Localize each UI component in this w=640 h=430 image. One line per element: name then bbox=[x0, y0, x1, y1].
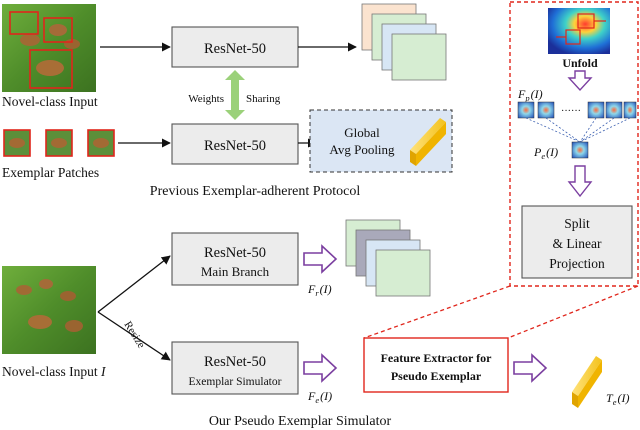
bottom-input-label-group: Novel-class Input I bbox=[2, 364, 107, 379]
pooled-feature-bar bbox=[410, 118, 446, 166]
pooling-line1: Global bbox=[344, 125, 380, 140]
top-backbone-label: ResNet-50 bbox=[204, 41, 266, 57]
patch-dotted-lines bbox=[525, 117, 631, 143]
pseudo-exemplar-bar bbox=[572, 356, 602, 408]
top-input-label: Novel-class Input bbox=[2, 94, 98, 109]
pooling-line2: Avg Pooling bbox=[329, 142, 395, 157]
hollow-arrow-main bbox=[303, 244, 338, 274]
bottom-feature-maps bbox=[345, 219, 431, 297]
unfold-arrow bbox=[567, 70, 593, 92]
bottom-input-label: Novel-class Input I bbox=[2, 364, 107, 379]
patch-dots: ······ bbox=[561, 106, 581, 117]
split-box: Split & Linear Projection bbox=[521, 205, 633, 279]
top-backbone-box: ResNet-50 bbox=[171, 26, 299, 68]
patch-sequence: ······ bbox=[517, 101, 637, 119]
extractor-line2: Pseudo Exemplar bbox=[391, 369, 482, 383]
arrow-to-simulator bbox=[97, 311, 171, 361]
fp-label: Fp(I) bbox=[517, 87, 543, 103]
unfold-label: Unfold bbox=[562, 56, 598, 70]
simulator-sub: Exemplar Simulator bbox=[189, 376, 282, 388]
fe-label: Fe(I) bbox=[307, 389, 332, 405]
resize-label: Resize bbox=[121, 319, 147, 350]
exemplar-backbone-label: ResNet-50 bbox=[204, 138, 266, 154]
hollow-arrow-simulator bbox=[303, 353, 338, 383]
fr-label: Fr(I) bbox=[307, 282, 332, 298]
exemplar-backbone-box: ResNet-50 bbox=[171, 123, 299, 165]
pe-label: Pe(I) bbox=[533, 145, 558, 161]
weights-label: Weights bbox=[188, 93, 224, 105]
te-label: Te(I) bbox=[606, 391, 629, 407]
pooling-box: Global Avg Pooling bbox=[309, 109, 453, 173]
top-feature-maps bbox=[361, 3, 447, 81]
zoom-line-right bbox=[507, 285, 639, 339]
top-caption: Previous Exemplar-adherent Protocol bbox=[150, 184, 361, 199]
split-line2: & Linear bbox=[552, 236, 602, 251]
simulator-box: ResNet-50 Exemplar Simulator bbox=[171, 341, 299, 395]
weights-sharing-arrow bbox=[225, 70, 245, 120]
simulator-title: ResNet-50 bbox=[204, 354, 266, 370]
main-branch-title: ResNet-50 bbox=[204, 245, 266, 261]
exemplar-patches bbox=[3, 129, 115, 157]
arrow-to-main-branch bbox=[97, 255, 171, 313]
heatmap bbox=[548, 8, 610, 54]
top-input-image bbox=[2, 4, 96, 92]
main-branch-box: ResNet-50 Main Branch bbox=[171, 232, 299, 286]
hollow-arrow-extractor bbox=[513, 353, 548, 383]
sharing-label: Sharing bbox=[246, 93, 281, 105]
zoom-line-left bbox=[363, 285, 511, 339]
extractor-box: Feature Extractor for Pseudo Exemplar bbox=[363, 337, 509, 393]
bottom-caption: Our Pseudo Exemplar Simulator bbox=[209, 414, 392, 429]
pe-patch bbox=[571, 141, 589, 159]
main-branch-sub: Main Branch bbox=[201, 264, 270, 279]
split-arrow bbox=[567, 165, 593, 198]
extractor-line1: Feature Extractor for bbox=[381, 351, 493, 365]
split-line3: Projection bbox=[549, 256, 605, 271]
exemplar-patches-label: Exemplar Patches bbox=[2, 165, 99, 180]
split-line1: Split bbox=[564, 216, 590, 231]
detail-panel bbox=[509, 1, 639, 287]
bottom-input-image bbox=[2, 266, 96, 354]
